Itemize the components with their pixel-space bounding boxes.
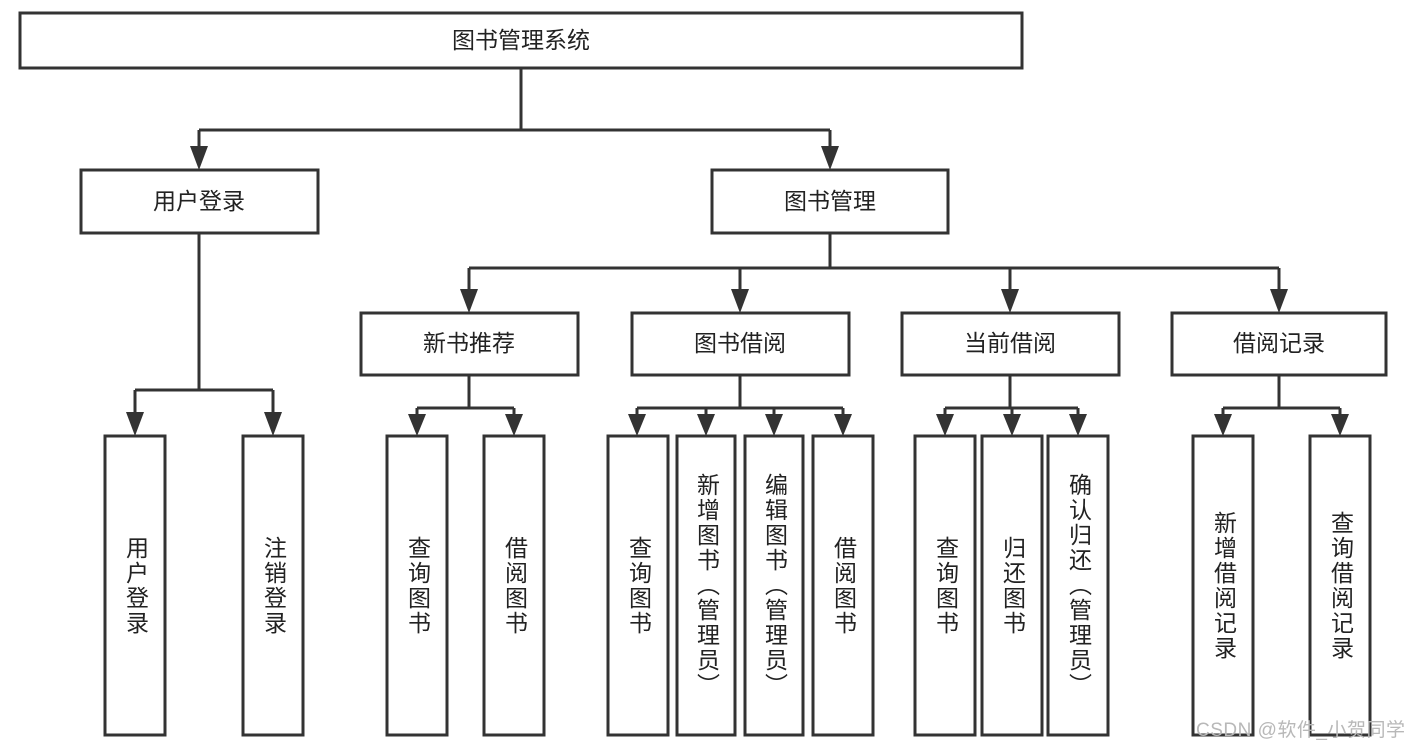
- arrow-head-leaf-add-record: [1214, 414, 1232, 436]
- leaf-box-query-book-3[interactable]: [913, 434, 977, 737]
- arrow-head-leaf-add-book: [697, 414, 715, 436]
- connector-group-newbook-to-leaves: [408, 375, 523, 436]
- leaf-box-query-record[interactable]: [1308, 434, 1372, 737]
- node-user-login-label: 用户登录: [153, 188, 245, 214]
- node-borrow-record-box[interactable]: [1170, 311, 1388, 377]
- connector-group-bookborrow-to-leaves: [628, 375, 852, 436]
- arrow-head-leaf-user-login: [126, 412, 144, 436]
- node-root-label: 图书管理系统: [452, 27, 590, 53]
- connector-group-root-to-level2: [190, 68, 839, 170]
- arrow-head-leaf-query-book-2: [628, 414, 646, 436]
- leaf-box-add-record[interactable]: [1191, 434, 1255, 737]
- node-book-management-label: 图书管理: [784, 188, 876, 214]
- node-current-borrow[interactable]: 当前借阅: [900, 311, 1121, 377]
- arrow-head-current-borrow: [1001, 289, 1019, 313]
- node-current-borrow-box[interactable]: [900, 311, 1121, 377]
- leaf-box-add-book[interactable]: [675, 434, 737, 737]
- connector-group-currentborrow-to-leaves: [936, 375, 1087, 436]
- node-user-login[interactable]: 用户登录: [79, 168, 320, 235]
- leaf-box-return-book[interactable]: [980, 434, 1044, 737]
- arrow-head-leaf-confirm-return: [1069, 414, 1087, 436]
- arrow-head-leaf-query-book-3: [936, 414, 954, 436]
- node-new-book-recommend-label: 新书推荐: [423, 330, 515, 356]
- node-user-login-box[interactable]: [79, 168, 320, 235]
- arrow-head-book-management: [821, 146, 839, 170]
- node-current-borrow-label: 当前借阅: [964, 330, 1056, 356]
- arrow-head-leaf-query-book-1: [408, 414, 426, 436]
- leaf-box-confirm-return[interactable]: [1046, 434, 1110, 737]
- arrow-head-new-book-recommend: [460, 289, 478, 313]
- leaf-box-borrow-book-1[interactable]: [482, 434, 546, 737]
- leaf-box-user-login[interactable]: [103, 434, 167, 737]
- node-root-book-management-system[interactable]: 图书管理系统: [18, 11, 1024, 70]
- arrow-head-leaf-borrow-book-2: [834, 414, 852, 436]
- leaf-box-logout-login[interactable]: [241, 434, 305, 737]
- node-borrow-record-label: 借阅记录: [1233, 330, 1325, 356]
- leaf-box-query-book-2[interactable]: [606, 434, 670, 737]
- node-book-borrow[interactable]: 图书借阅: [630, 311, 851, 377]
- node-book-management[interactable]: 图书管理: [710, 168, 950, 235]
- node-book-borrow-label: 图书借阅: [694, 330, 786, 356]
- arrow-head-leaf-query-record: [1331, 414, 1349, 436]
- arrow-head-leaf-return-book: [1003, 414, 1021, 436]
- leaf-boxes-group: [103, 434, 1372, 737]
- connector-group-userlogin-to-leaves: [126, 233, 282, 436]
- node-new-book-recommend-box[interactable]: [359, 311, 580, 377]
- node-borrow-record[interactable]: 借阅记录: [1170, 311, 1388, 377]
- arrow-head-book-borrow: [731, 289, 749, 313]
- arrow-head-borrow-record: [1270, 289, 1288, 313]
- node-book-management-box[interactable]: [710, 168, 950, 235]
- connector-group-bookmgmt-to-level3: [460, 233, 1288, 313]
- node-book-borrow-box[interactable]: [630, 311, 851, 377]
- node-new-book-recommend[interactable]: 新书推荐: [359, 311, 580, 377]
- leaf-box-borrow-book-2[interactable]: [811, 434, 875, 737]
- arrow-head-user-login: [190, 146, 208, 170]
- csdn-watermark: CSDN @软件_小贺同学: [1196, 720, 1405, 741]
- arrow-head-leaf-logout-login: [264, 412, 282, 436]
- connector-group-borrowrecord-to-leaves: [1214, 375, 1349, 436]
- node-root-box[interactable]: [18, 11, 1024, 70]
- arrow-head-leaf-borrow-book-1: [505, 414, 523, 436]
- arrow-head-leaf-edit-book: [765, 414, 783, 436]
- leaf-box-edit-book[interactable]: [743, 434, 805, 737]
- leaf-box-query-book-1[interactable]: [385, 434, 449, 737]
